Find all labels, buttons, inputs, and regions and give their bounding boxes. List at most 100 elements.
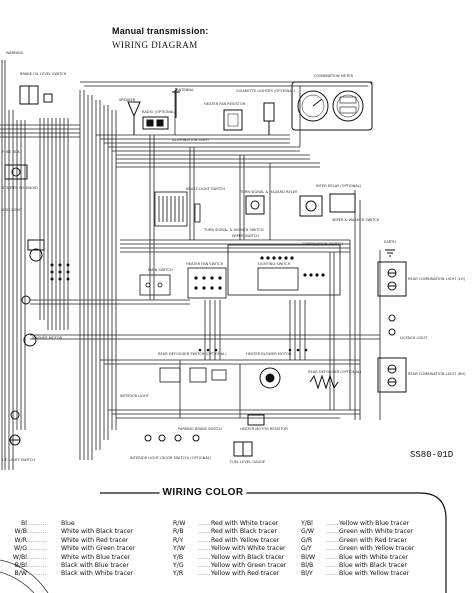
label-brake-oil-level-switch: BRAKE OIL LEVEL SWITCH: [20, 72, 67, 76]
wire-color-name: White with Black tracer: [61, 528, 134, 536]
label-wiper-switch: WIPER SWITCH: [232, 234, 259, 238]
label-interior-light: INTERIOR LIGHT: [120, 394, 149, 398]
wire-color-name: Yellow with Green tracer: [211, 562, 287, 570]
wire-code: Y/B: [173, 553, 184, 561]
label-main-switch: MAIN SWITCH: [148, 268, 173, 272]
wire-code: R/B: [173, 528, 184, 536]
wire-code: Y/R: [173, 570, 184, 578]
label-starter: STARTER SOLENOID: [2, 186, 38, 190]
wire-color-name: Yellow with White tracer: [211, 545, 286, 553]
label-rear-defogger: REAR DEFOGGER (OPTIONAL): [308, 370, 362, 374]
license-light: [388, 314, 396, 336]
wiring-color-row: Y/R.......Yellow with Red tracer: [173, 570, 280, 578]
wiring-color-row: Y/W.......Yellow with White tracer: [173, 545, 286, 553]
intermittent-relay: [299, 193, 356, 217]
wiring-color-row: Y/G.......Yellow with Green tracer: [173, 562, 287, 570]
label-warning: WARNING: [6, 51, 24, 55]
wire-code: Y/Bl: [301, 520, 313, 527]
wire-color-name: Yellow with Red tracer: [211, 570, 280, 578]
label-license-light: LICENCE LIGHT: [400, 336, 428, 340]
wiring-color-row: Y/B.......Yellow with Black tracer: [173, 553, 285, 561]
wiring-color-row: R/W.......Red with White tracer: [173, 520, 279, 527]
label-fuse-box: FUSE BOX: [2, 150, 20, 154]
label-cigarette-lighter: CIGARETTE LIGHTER (OPTIONAL): [236, 89, 296, 93]
label-rear-combination-light-lh: REAR COMBINATION LIGHT (LH): [408, 277, 466, 281]
wire-color-name: Red with Yellow tracer: [211, 536, 280, 544]
label-heater-fan-resistor: HEATER FAN RESISTOR: [204, 102, 246, 106]
label-parking-brake-switch: PARKING BRAKE SWITCH: [178, 427, 223, 431]
antenna: [172, 88, 180, 118]
cigarette-lighter: [263, 102, 275, 135]
label-washer-motor: WASHER MOTOR: [32, 336, 63, 340]
wire-color-name: White with Red tracer: [61, 536, 129, 544]
wiring-color-frame: [100, 492, 447, 593]
wiring-color-row: Y/Bl.......Yellow with Blue tracer: [301, 520, 410, 527]
wire-code: W/R: [14, 536, 27, 544]
heater-fan-switch: [187, 267, 227, 299]
drawing-code: SS80-01D: [410, 450, 454, 460]
wiring-color-row: W/Bl..........White with Blue tracer: [0, 554, 135, 562]
wiring-color-column-2: R/W.......Red with White tracer R/B.....…: [173, 520, 286, 579]
wire-code: Bl: [21, 520, 27, 527]
label-heater-motor-resistor: HEATER MOTOR RESISTOR: [240, 427, 288, 431]
combination-meter: [291, 81, 373, 131]
wiring-color-row: W/B..........White with Black tracer: [0, 528, 135, 536]
wire-code: Bl/B: [301, 562, 314, 570]
label-earth: EARTH: [384, 240, 396, 244]
wire-color-name: Blue with White tracer: [339, 553, 409, 561]
wiring-color-row: B/W..........Black with White tracer: [0, 570, 135, 578]
wire-code: Bl/Y: [301, 570, 313, 578]
parking-brake-switch: [144, 434, 200, 442]
wire-code: G/W: [301, 528, 314, 536]
label-lf-light-switch: L.F. LIGHT SWITCH: [2, 458, 35, 462]
turn-signal-relay: [245, 195, 265, 215]
label-wiper-washer-switch: WIPER & WASHER SWITCH: [332, 218, 380, 222]
label-heater-fan-switch: HEATER FAN SWITCH: [186, 262, 224, 266]
page-title: Manual transmission:: [112, 26, 209, 36]
wire-harness-left: [1, 60, 117, 470]
wiring-color-row: G/Y.......Green with Yellow tracer: [301, 545, 415, 553]
speaker: [127, 101, 141, 135]
wire-color-name: White with Green tracer: [61, 545, 136, 553]
brake-oil-level-switch: [19, 85, 53, 105]
wiring-color-row: G/R.......Green with Red tracer: [301, 536, 408, 544]
wire-code: G/Y: [301, 545, 312, 553]
wire-code: Bl/W: [301, 553, 316, 561]
label-side-light: SIDE LIGHT: [2, 208, 23, 212]
wiring-color-row: Bl/Y.......Blue with Yellow tracer: [301, 570, 410, 578]
wiring-color-row: B/Bl..........Black with Blue tracer: [0, 562, 135, 570]
wire-color-name: Green with Yellow tracer: [339, 545, 415, 553]
rear-defogger: [309, 374, 339, 390]
wire-code: R/W: [173, 520, 186, 527]
wire-code: Y/G: [173, 562, 184, 570]
starter-solenoid: [4, 164, 28, 180]
wiring-color-row: G/W.......Green with White tracer: [301, 528, 414, 536]
label-speaker: SPEAKER: [119, 98, 136, 102]
fuse-block: [154, 191, 201, 227]
wire-harness-horizontal: [0, 81, 380, 419]
wire-color-name: Red with Black tracer: [211, 528, 278, 536]
page-subtitle: WIRING DIAGRAM: [112, 40, 198, 50]
wiring-color-row: Bl..........Blue: [0, 520, 135, 528]
label-interior-light-door-switch: INTERIOR LIGHT (DOOR SWITCH) (OPTIONAL): [130, 456, 212, 460]
torn-corner: [0, 559, 49, 593]
wire-code: Y/W: [173, 545, 185, 553]
wiring-color-column-1: Bl..........Blue W/B..........White with…: [0, 520, 135, 579]
label-heater-blower-motor: HEATER BLOWER MOTOR: [246, 352, 292, 356]
wire-color-name: Blue: [61, 520, 75, 527]
washer-motor: [21, 239, 45, 347]
label-fuel-level-gauge: FUEL LEVEL GAUGE: [230, 460, 266, 464]
main-switch: [139, 274, 171, 296]
label-rear-defogger-switch: REAR DEFOGGER SWITCH (OPTIONAL): [158, 352, 227, 356]
earth-symbol: [385, 249, 395, 257]
rear-combination-light-lh: [377, 261, 407, 297]
label-radio: RADIO (OPTIONAL): [142, 110, 176, 114]
wire-color-name: Green with White tracer: [339, 528, 414, 536]
connector-dots: [50, 263, 308, 352]
heater-fan-resistor: [223, 109, 243, 131]
heater-motor-resistor: [247, 414, 265, 426]
wiring-color-row: Bl/B.......Blue with Black tracer: [301, 562, 407, 570]
label-brake-light-switch: BRAKE LIGHT SWITCH: [186, 187, 226, 191]
wire-color-name: Yellow with Blue tracer: [339, 520, 410, 527]
